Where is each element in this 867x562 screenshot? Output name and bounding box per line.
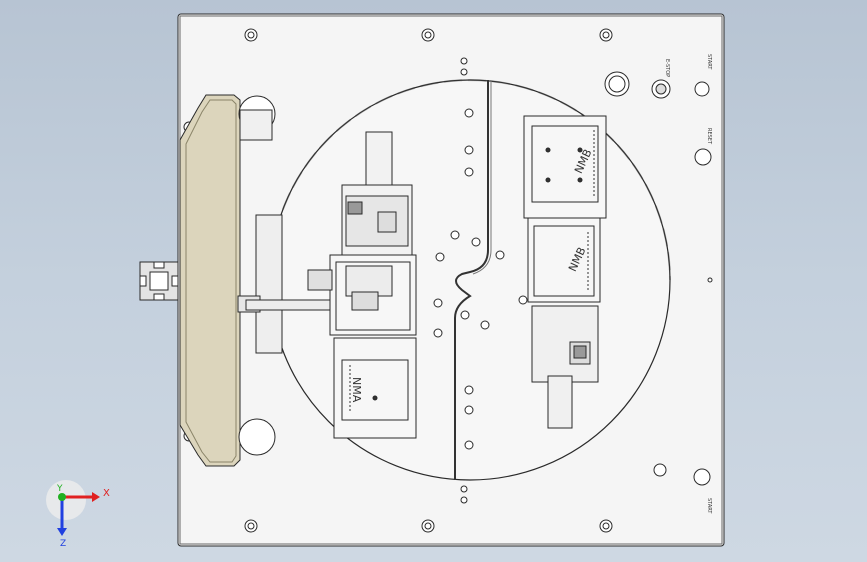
left-stepper-plate xyxy=(333,337,417,439)
axis-y-label: Y xyxy=(56,484,63,494)
control-buttons xyxy=(604,71,713,486)
aluminium-profile xyxy=(139,261,179,301)
right-stepper-upper xyxy=(523,115,607,303)
right-slide xyxy=(531,305,599,429)
start-top-label: START xyxy=(706,54,712,70)
table-holes xyxy=(433,108,528,450)
start-bottom-label: START xyxy=(706,498,712,514)
left-mechanism xyxy=(307,131,417,336)
axis-triad xyxy=(46,480,100,536)
e-stop-label: E-STOP xyxy=(664,59,670,77)
reset-label: RESET xyxy=(706,128,712,145)
axis-z-label: Z xyxy=(60,539,66,549)
axis-x-label: X xyxy=(103,488,110,499)
left-fixture-panel xyxy=(179,94,347,467)
nma-label: NMA xyxy=(350,377,363,403)
mounting-holes xyxy=(183,28,667,533)
